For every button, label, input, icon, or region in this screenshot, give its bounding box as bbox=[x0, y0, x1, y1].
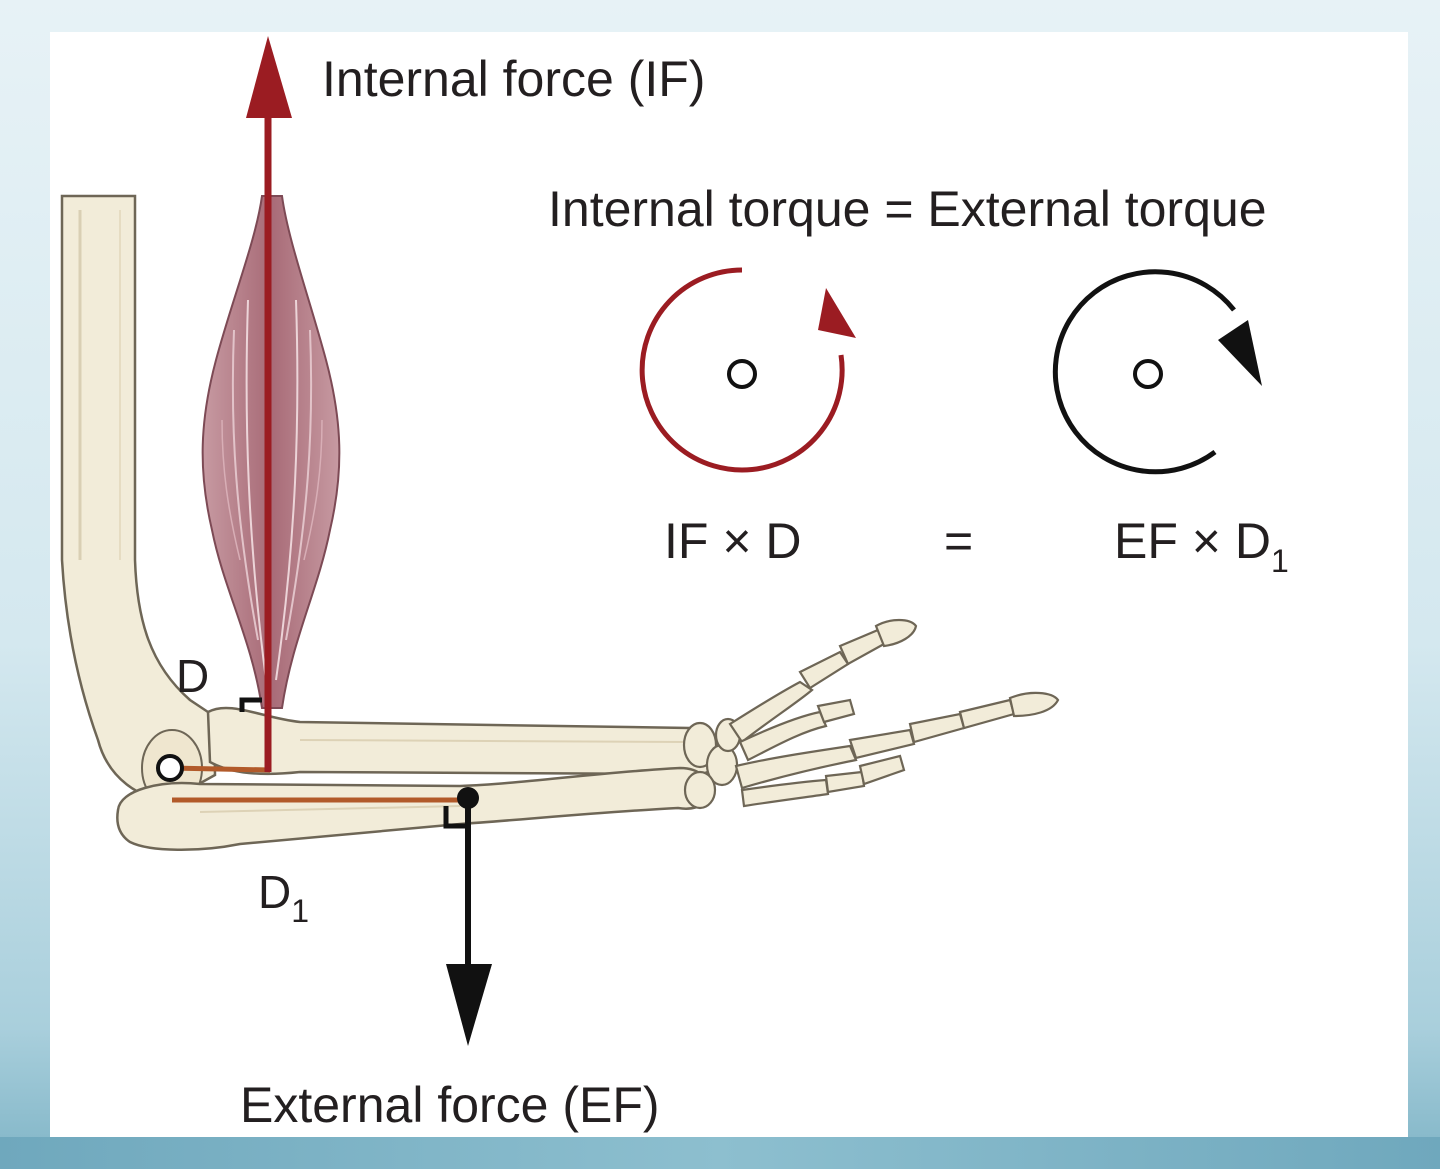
moment-arm-d1-label: D1 bbox=[258, 866, 309, 929]
slide-footer-band bbox=[0, 1137, 1440, 1169]
humerus-bone bbox=[60, 194, 217, 807]
hand-bones bbox=[682, 618, 1060, 810]
internal-force-arrow bbox=[246, 36, 292, 772]
elbow-axis-marker bbox=[156, 754, 184, 782]
moment-arm-d-label: D bbox=[176, 650, 209, 702]
internal-force-label: Internal force (IF) bbox=[322, 51, 705, 107]
rhs-product-label: EF × D1 bbox=[1114, 513, 1289, 579]
right-angle-marker-d1 bbox=[443, 806, 466, 829]
external-torque-icon bbox=[1052, 269, 1262, 475]
internal-torque-icon bbox=[639, 267, 856, 473]
torque-equation-heading: Internal torque = External torque bbox=[548, 181, 1267, 237]
equals-sign-label: = bbox=[944, 513, 973, 569]
radius-bone bbox=[206, 706, 720, 776]
moment-arm-d-line bbox=[169, 765, 271, 773]
external-force-arrow bbox=[446, 787, 492, 1046]
external-force-label: External force (EF) bbox=[240, 1077, 660, 1133]
lhs-product-label: IF × D bbox=[664, 513, 802, 569]
right-angle-marker-d bbox=[239, 697, 262, 712]
